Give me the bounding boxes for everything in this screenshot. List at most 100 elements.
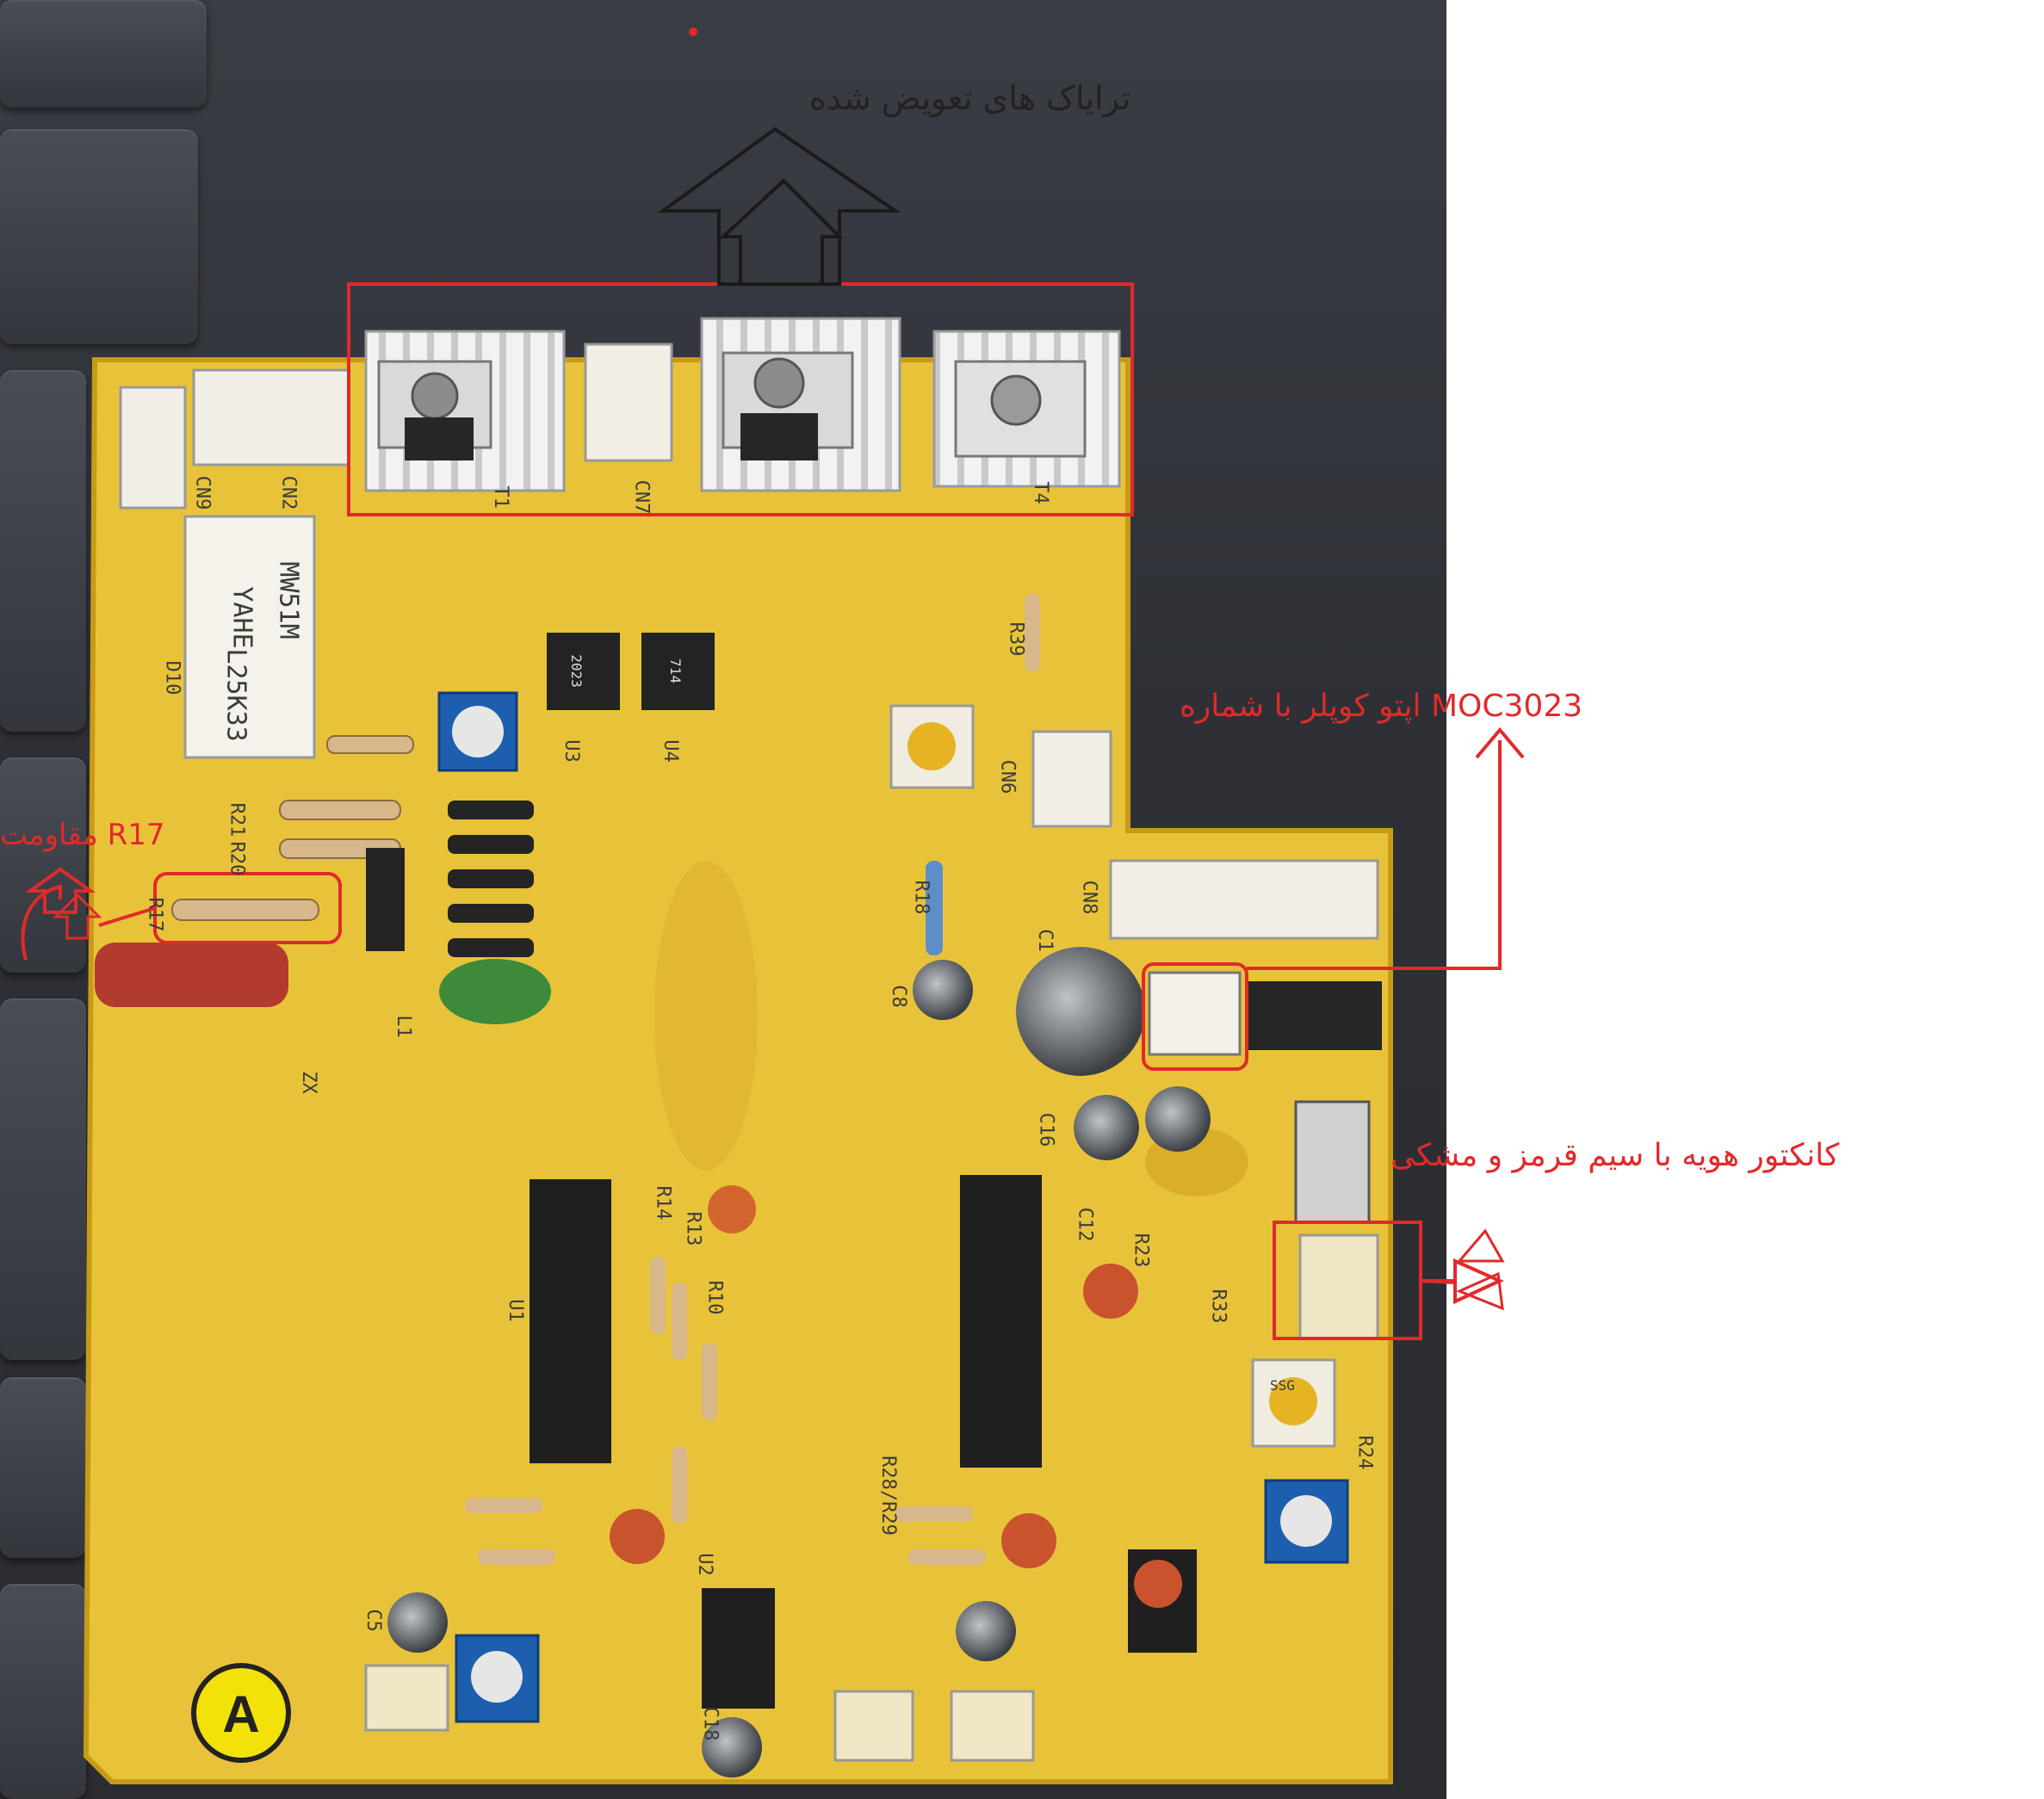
electrolytic-c9 xyxy=(956,1601,1016,1661)
silk-relay-text: MW51M xyxy=(273,561,304,640)
ceramic-capacitor xyxy=(1083,1264,1138,1319)
silk-r28r29: R28/R29 xyxy=(876,1456,899,1536)
silk-d10: D10 xyxy=(161,660,183,695)
resistor-group-middle xyxy=(465,594,1040,1565)
a-badge-letter: A xyxy=(222,1685,259,1743)
fan-connector-arrow xyxy=(1420,1228,1505,1311)
optocoupler-moc3023 xyxy=(1148,971,1242,1056)
moc3023-highlight-box xyxy=(1142,962,1248,1071)
red-marker-dot xyxy=(689,28,697,36)
optocoupler-u4 xyxy=(641,633,715,710)
silk-zx: ZX xyxy=(297,1071,319,1094)
silk-connector-cn6: CN6 xyxy=(996,759,1019,794)
keyboard-key xyxy=(0,1377,86,1558)
r17-arrow xyxy=(21,867,156,961)
fan-connector xyxy=(1298,1233,1379,1340)
diode-array xyxy=(448,801,534,957)
ceramic-capacitor-green xyxy=(439,959,551,1024)
silk-r23: R23 xyxy=(1130,1233,1152,1268)
silk-ic-u1: U1 xyxy=(504,1299,526,1322)
connector-cn6 xyxy=(1031,730,1112,828)
relay xyxy=(183,515,316,759)
silk-opto-mark: 2023 xyxy=(567,654,585,688)
ceramic-capacitor xyxy=(708,1185,756,1233)
silk-r21: R21 xyxy=(226,802,248,838)
connector-top-3 xyxy=(584,343,673,462)
regulator xyxy=(366,848,405,951)
silk-r10: R10 xyxy=(703,1280,726,1315)
silk-relay-text2: YAHE xyxy=(226,586,257,649)
silk-ssg: SSG xyxy=(1270,1377,1295,1394)
connector-bottom-2 xyxy=(833,1690,914,1762)
moc3023-arrowhead xyxy=(1475,726,1525,759)
annotation-fan-connector: کانکتور هویه با سیم قرمز و مشکی xyxy=(1391,1138,1840,1173)
resistor-group-left xyxy=(171,735,414,921)
silk-cap-c12: C12 xyxy=(1074,1207,1096,1242)
silk-r24: R24 xyxy=(1353,1435,1376,1470)
keyboard-key xyxy=(0,0,207,108)
silk-cap-c16: C16 xyxy=(1035,1112,1057,1147)
pin-header xyxy=(1248,981,1382,1050)
electrolytic-c18 xyxy=(702,1717,762,1777)
connector-top-2 xyxy=(192,368,350,467)
keyboard-key xyxy=(0,757,86,973)
silk-l1: L1 xyxy=(392,1015,414,1038)
silk-r18: R18 xyxy=(910,880,932,915)
electrolytic-c1 xyxy=(1016,947,1145,1076)
connector-top-1 xyxy=(119,386,187,510)
optocoupler-u3 xyxy=(547,633,620,710)
connector-cn8 xyxy=(1109,859,1379,940)
silk-opto-mark2: 714 xyxy=(666,658,684,683)
electrolytic-c12 xyxy=(1074,1095,1139,1160)
ic-right xyxy=(960,1175,1042,1468)
silk-connector-cn2: CN2 xyxy=(277,475,300,510)
silk-connector-cn9: CN9 xyxy=(191,475,214,510)
silk-connector-cn8: CN8 xyxy=(1078,880,1100,915)
electrolytic-c8 xyxy=(913,960,973,1020)
moc3023-leader-line xyxy=(1247,740,1502,970)
silk-r20: R20 xyxy=(226,841,248,876)
annotation-resistor: R17 مقاومت xyxy=(0,818,165,852)
silk-relay-text3: L25K33 xyxy=(220,648,251,742)
x-capacitor xyxy=(95,943,288,1007)
a-badge xyxy=(191,1663,291,1763)
silk-r33: R33 xyxy=(1207,1289,1229,1324)
silk-r39: R39 xyxy=(1005,621,1027,657)
triac-heatsink-1 xyxy=(364,330,566,492)
silk-r14: R14 xyxy=(652,1185,674,1221)
keyboard-key xyxy=(0,1584,86,1799)
triac-arrow-outline xyxy=(657,127,901,286)
ic-u2 xyxy=(702,1588,775,1709)
annotation-optocoupler: MOC3023 اپتو کوپلر با شماره xyxy=(1180,689,1583,724)
keyboard-key xyxy=(0,129,198,344)
electrolytic-c5 xyxy=(387,1592,448,1653)
trimmer-pot-2 xyxy=(889,704,975,789)
silk-cap-c18: C18 xyxy=(699,1706,722,1741)
silk-connector-cn7: CN7 xyxy=(630,479,653,515)
silk-r17: R17 xyxy=(144,897,166,932)
electrolytic-c16 xyxy=(1145,1086,1211,1152)
ceramic-capacitor xyxy=(610,1509,665,1564)
connector-bottom-3 xyxy=(950,1690,1035,1762)
connector-bottom-1 xyxy=(364,1664,449,1732)
silk-opto-u4: U4 xyxy=(659,739,681,763)
ceramic-capacitor xyxy=(1134,1560,1182,1608)
silk-cap-c1: C1 xyxy=(1033,929,1056,952)
ceramic-capacitor xyxy=(1001,1513,1056,1568)
silk-ic-u2: U2 xyxy=(693,1553,715,1576)
ic-u1 xyxy=(530,1179,611,1463)
pcb-stain xyxy=(654,861,758,1171)
keyboard-key xyxy=(0,370,86,732)
triac-heatsink-2 xyxy=(700,317,901,492)
silk-cap-c5: C5 xyxy=(362,1609,384,1632)
annotation-triacs-replaced: ترایاک های تعویض شده xyxy=(809,79,1131,117)
silk-triac-t1: T1 xyxy=(489,485,511,509)
power-transistor xyxy=(1294,1100,1371,1224)
keyboard-key xyxy=(0,998,86,1360)
silk-opto-u3: U3 xyxy=(560,739,582,763)
triac-heatsink-3 xyxy=(932,330,1121,488)
silk-cap-c8: C8 xyxy=(887,985,909,1008)
silk-triac-t4: T4 xyxy=(1029,481,1051,504)
